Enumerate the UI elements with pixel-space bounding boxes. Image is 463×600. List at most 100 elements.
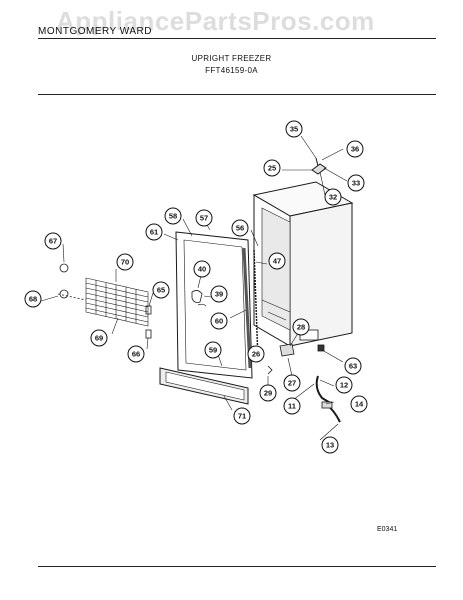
watermark: AppliancePartsPros.com bbox=[56, 6, 375, 36]
part-callout-circle bbox=[247, 345, 265, 363]
part-number-label: 68 bbox=[29, 295, 37, 304]
part-callout-circle bbox=[233, 407, 251, 425]
part-callout-39: 39 bbox=[210, 285, 228, 303]
part-callout-60: 60 bbox=[210, 312, 228, 330]
part-callout-14: 14 bbox=[350, 395, 368, 413]
part-number-label: 26 bbox=[252, 350, 260, 359]
kick-plate bbox=[159, 367, 249, 405]
part-callout-circle bbox=[347, 174, 365, 192]
footer-rule bbox=[38, 566, 436, 567]
part-callout-26: 26 bbox=[247, 345, 265, 363]
title-rule bbox=[38, 94, 436, 95]
part-number-label: 60 bbox=[215, 317, 223, 326]
part-number-label: 36 bbox=[351, 145, 359, 154]
part-callout-circle bbox=[44, 232, 62, 250]
part-callout-11: 11 bbox=[283, 397, 301, 415]
part-callout-circle bbox=[193, 260, 211, 278]
part-callout-47: 47 bbox=[268, 252, 286, 270]
part-number-label: 28 bbox=[297, 323, 305, 332]
grille bbox=[85, 277, 149, 327]
part-callout-circle bbox=[231, 219, 249, 237]
part-callout-35: 35 bbox=[285, 120, 303, 138]
part-callout-59: 59 bbox=[204, 341, 222, 359]
part-number-label: 11 bbox=[288, 402, 296, 411]
part-callout-69: 69 bbox=[90, 329, 108, 347]
part-callout-circle bbox=[285, 120, 303, 138]
diagram-code: E0341 bbox=[377, 526, 398, 533]
part-number-label: 69 bbox=[95, 334, 103, 343]
part-number-label: 35 bbox=[290, 125, 298, 134]
part-callout-circle bbox=[283, 397, 301, 415]
part-callout-57: 57 bbox=[195, 209, 213, 227]
part-callout-33: 33 bbox=[347, 174, 365, 192]
part-callout-circle bbox=[24, 290, 42, 308]
part-callout-12: 12 bbox=[335, 376, 353, 394]
part-callout-32: 32 bbox=[324, 188, 342, 206]
part-callout-68: 68 bbox=[24, 290, 42, 308]
part-callout-29: 29 bbox=[259, 384, 277, 402]
part-callout-65: 65 bbox=[152, 281, 170, 299]
part-number-label: 66 bbox=[132, 350, 140, 359]
part-number-label: 13 bbox=[326, 441, 334, 450]
part-callout-27: 27 bbox=[283, 374, 301, 392]
part-callout-circle bbox=[195, 209, 213, 227]
brand-label: MONTGOMERY WARD bbox=[38, 26, 152, 37]
part-number-label: 58 bbox=[169, 212, 177, 221]
part-number-label: 57 bbox=[200, 214, 208, 223]
part-callout-71: 71 bbox=[233, 407, 251, 425]
part-callout-circle bbox=[324, 188, 342, 206]
part-number-label: 40 bbox=[198, 265, 206, 274]
part-number-label: 47 bbox=[273, 257, 281, 266]
part-number-label: 61 bbox=[150, 228, 158, 237]
part-callout-circle bbox=[210, 285, 228, 303]
part-callout-circle bbox=[268, 252, 286, 270]
part-number-label: 32 bbox=[329, 193, 337, 202]
part-callout-25: 25 bbox=[263, 159, 281, 177]
leader-lines bbox=[40, 135, 348, 441]
part-callout-13: 13 bbox=[321, 436, 339, 454]
top-hinge bbox=[311, 157, 327, 175]
part-callouts: 35 36 25 33 32 57 58 56 61 47 67 70 40 39 65 68 60 69 28 66… bbox=[24, 120, 368, 454]
part-callout-61: 61 bbox=[145, 223, 163, 241]
part-callout-58: 58 bbox=[164, 207, 182, 225]
part-callout-63: 63 bbox=[344, 357, 362, 375]
part-callout-circle bbox=[152, 281, 170, 299]
part-callout-circle bbox=[344, 357, 362, 375]
part-number-label: 29 bbox=[264, 389, 272, 398]
part-callout-66: 66 bbox=[127, 345, 145, 363]
part-callout-40: 40 bbox=[193, 260, 211, 278]
part-callout-circle bbox=[127, 345, 145, 363]
part-number-label: 14 bbox=[355, 400, 364, 409]
part-callout-circle bbox=[145, 223, 163, 241]
header-rule bbox=[38, 38, 436, 39]
part-callout-circle bbox=[116, 253, 134, 271]
hardware bbox=[57, 263, 341, 423]
part-callout-circle bbox=[263, 159, 281, 177]
part-callout-circle bbox=[259, 384, 277, 402]
part-callout-circle bbox=[204, 341, 222, 359]
part-callout-circle bbox=[164, 207, 182, 225]
part-number-label: 71 bbox=[238, 412, 246, 421]
part-number-label: 27 bbox=[288, 379, 296, 388]
part-callout-28: 28 bbox=[292, 318, 310, 336]
part-number-label: 59 bbox=[209, 346, 217, 355]
part-callout-circle bbox=[321, 436, 339, 454]
part-callout-70: 70 bbox=[116, 253, 134, 271]
part-callout-67: 67 bbox=[44, 232, 62, 250]
part-number-label: 33 bbox=[352, 179, 360, 188]
part-callout-circle bbox=[210, 312, 228, 330]
part-number-label: 12 bbox=[340, 381, 348, 390]
model-number: FFT46159-0A bbox=[205, 66, 258, 75]
part-callout-circle bbox=[335, 376, 353, 394]
part-number-label: 70 bbox=[121, 258, 129, 267]
part-callout-circle bbox=[90, 329, 108, 347]
part-number-label: 67 bbox=[49, 237, 57, 246]
part-callout-56: 56 bbox=[231, 219, 249, 237]
diagram-title: UPRIGHT FREEZER bbox=[191, 54, 272, 63]
part-number-label: 63 bbox=[349, 362, 357, 371]
part-callout-circle bbox=[283, 374, 301, 392]
part-number-label: 56 bbox=[236, 224, 244, 233]
part-callout-circle bbox=[346, 140, 364, 158]
